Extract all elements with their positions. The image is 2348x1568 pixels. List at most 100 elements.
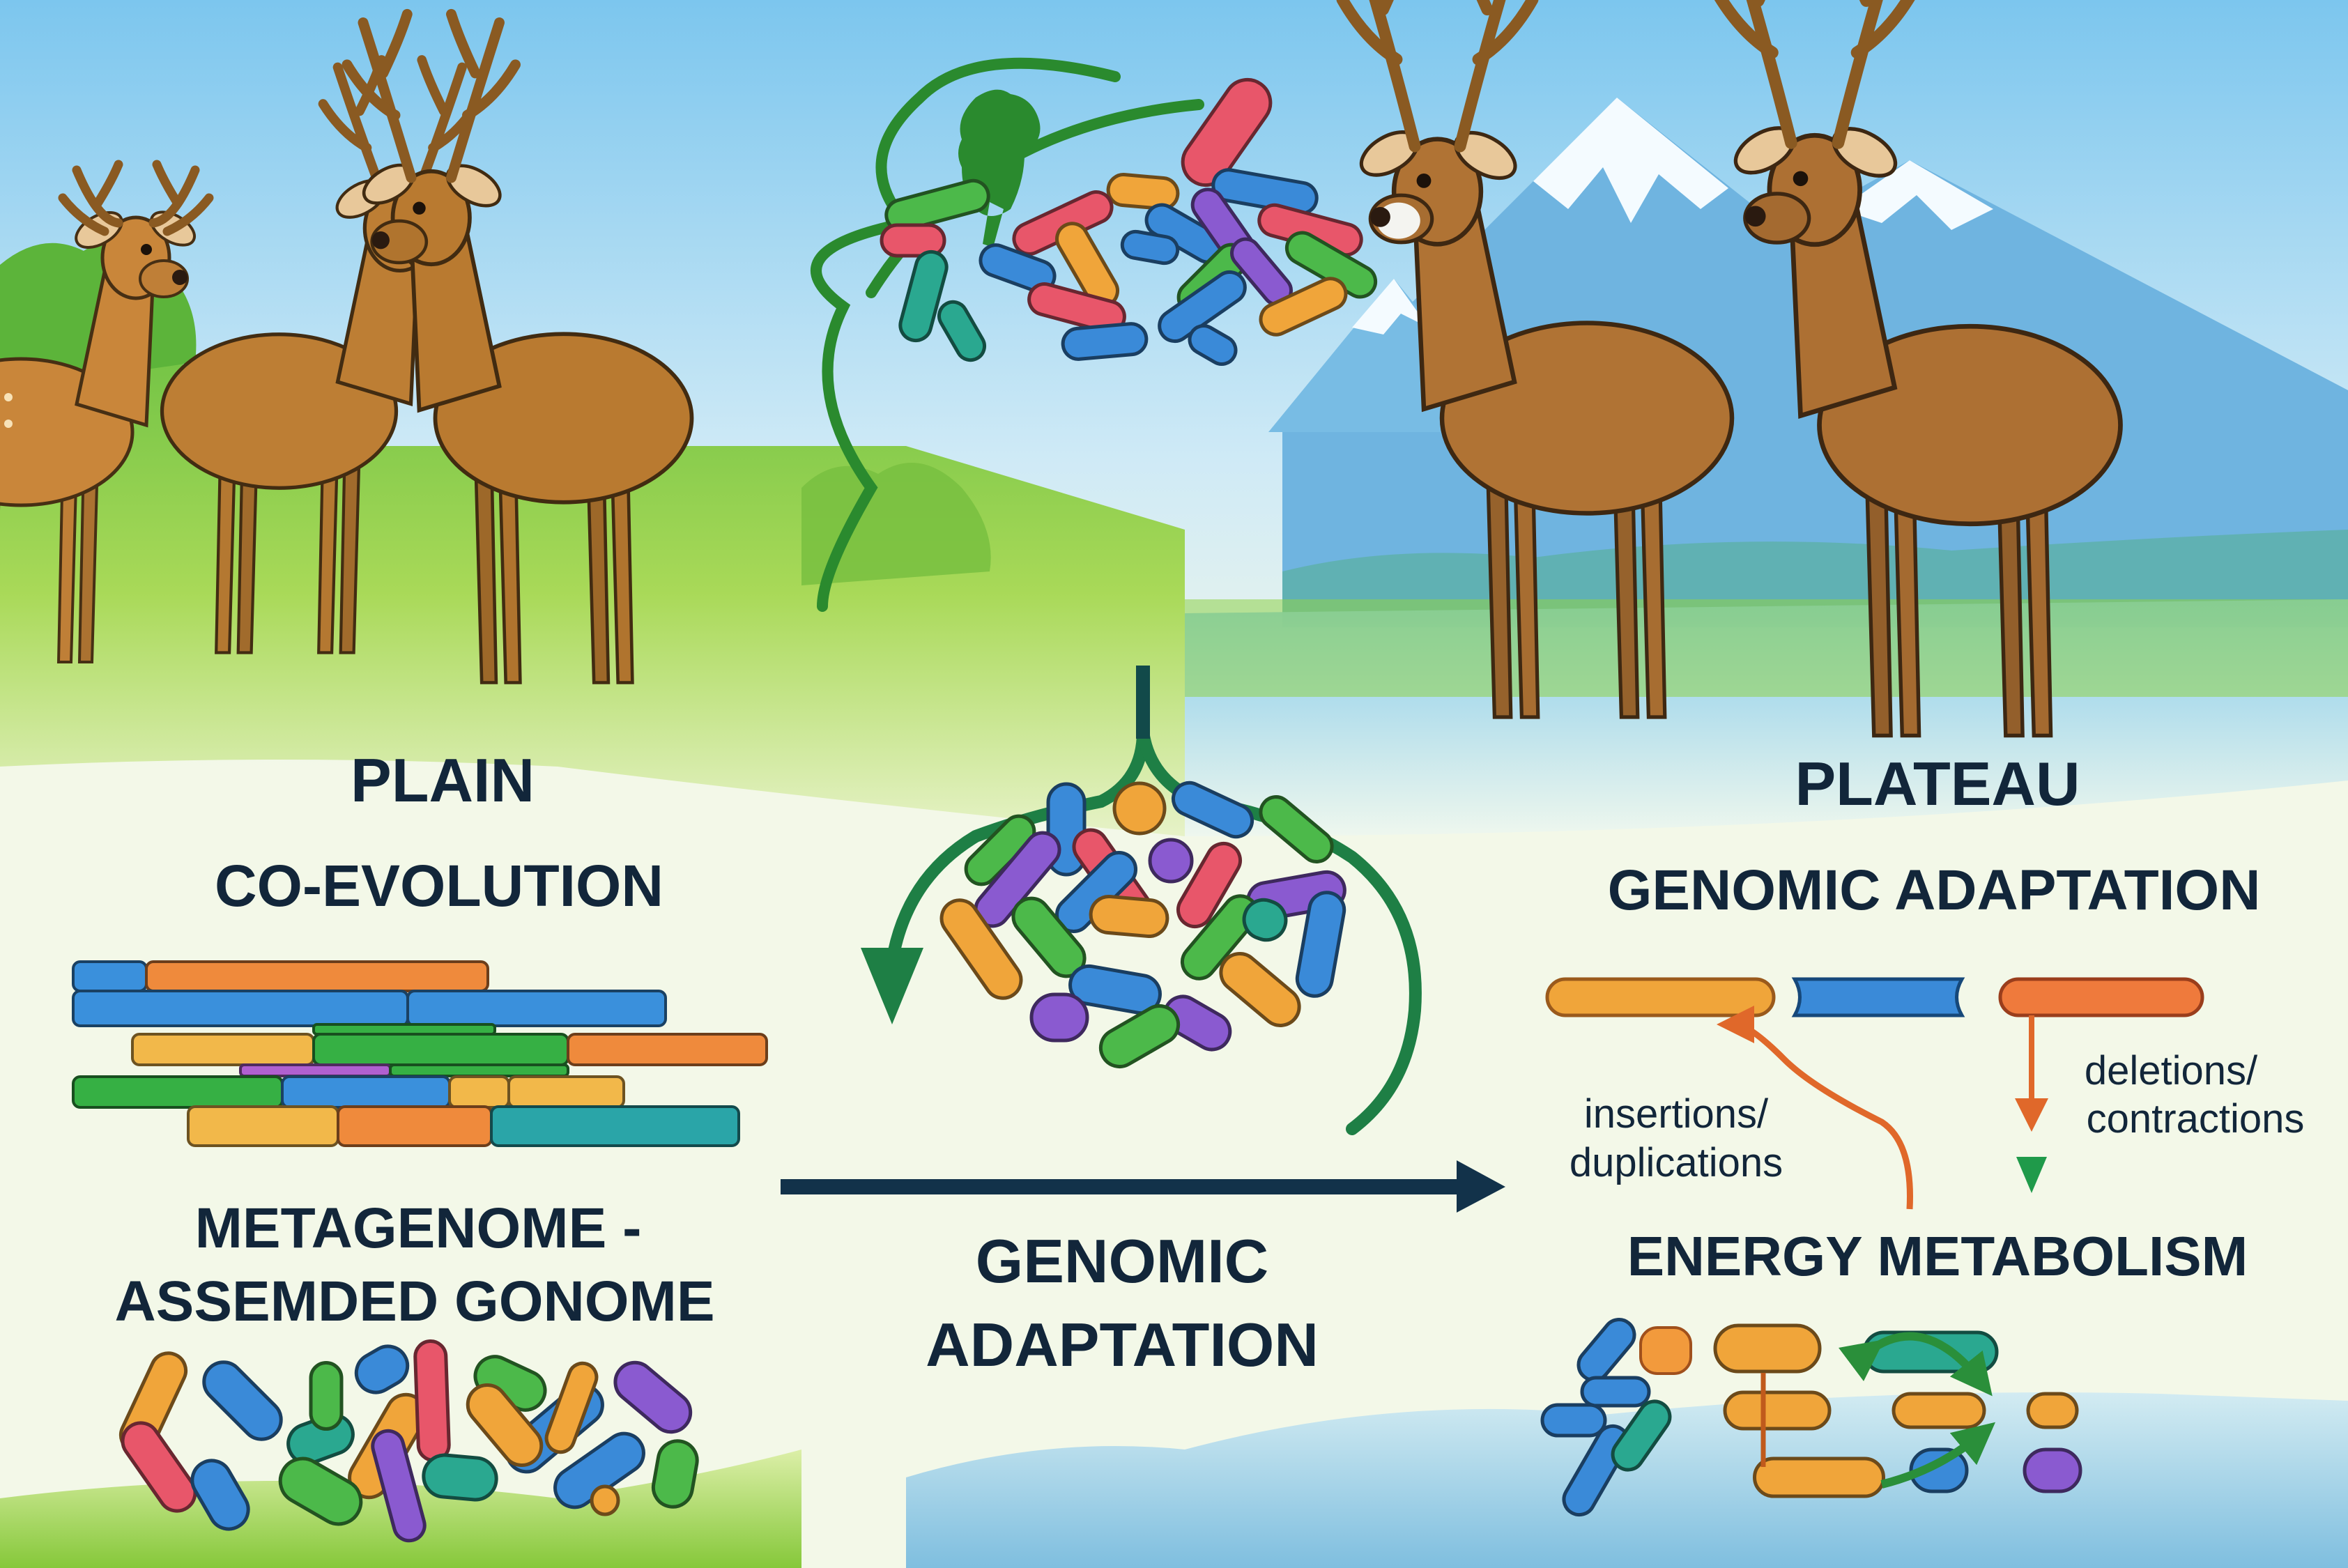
- transition-arrow: [781, 1160, 1505, 1213]
- mag-contig-segment: [72, 960, 148, 992]
- deer-nose: [1370, 207, 1390, 227]
- deer-muzzle: [139, 259, 189, 298]
- deer-antler: [1472, 0, 1539, 66]
- mag-contig-segment: [507, 1075, 625, 1109]
- deer-muzzle: [370, 219, 429, 265]
- microbe-cell: [1295, 891, 1346, 998]
- microbe-cell: [1106, 173, 1180, 210]
- microbe-cell: [1219, 952, 1301, 1027]
- mag-label-line2: ASSEMDED GONOME: [114, 1270, 714, 1333]
- pathway-node-1: [1639, 1326, 1692, 1375]
- microbe-cell: [1061, 322, 1149, 361]
- microbe-cell: [544, 1361, 599, 1454]
- gut-microbe-community-center: [939, 781, 1346, 1068]
- mag-contig-segment: [406, 990, 667, 1027]
- deer-antler: [446, 17, 505, 183]
- microbe-cell: [466, 1383, 544, 1467]
- microbe-cell: [1089, 894, 1169, 939]
- metabolism-node: [1540, 1403, 1607, 1438]
- mag-contig-segment: [131, 1033, 315, 1066]
- deer-muzzle: [1743, 192, 1811, 245]
- deer-eye: [413, 201, 426, 215]
- microbe-cell: [1029, 992, 1089, 1043]
- deletion-result-marker-icon: [2016, 1157, 2047, 1193]
- mag-contig-segment: [567, 1033, 768, 1066]
- center-cycle: [861, 666, 1422, 1135]
- deer-antler: [93, 160, 123, 208]
- insertions-label-line2: duplications: [1570, 1140, 1783, 1185]
- insertion-arrow: [1717, 1006, 1913, 1210]
- microbe-cell: [1027, 282, 1126, 334]
- microbe-cell: [1259, 277, 1348, 337]
- cycle-arrowhead-icon: [861, 948, 923, 1024]
- microbe-cell: [884, 178, 990, 233]
- microbe-cell: [880, 223, 946, 258]
- metabolism-node: [1892, 1392, 1986, 1429]
- plateau-deer-group: [1336, 0, 2123, 738]
- plain-deer-right: [342, 8, 694, 684]
- deer-antler: [72, 165, 123, 228]
- metabolism-node: [1562, 1424, 1630, 1517]
- microbe-cell: [1098, 1004, 1181, 1068]
- gene-track: [1545, 977, 2204, 1017]
- microbe-cell: [651, 1439, 699, 1509]
- deer-eye: [141, 244, 152, 255]
- microbe-cell: [1112, 781, 1167, 836]
- mag-contig-segment: [389, 1063, 569, 1077]
- plateau-grass: [1185, 599, 2348, 697]
- metabolism-node: [1576, 1318, 1636, 1382]
- microbe-cell: [121, 1421, 197, 1513]
- microbe-cell: [1180, 894, 1259, 981]
- insertions-label-line1: insertions/: [1584, 1091, 1769, 1137]
- plain-deer-spotted: [0, 160, 214, 663]
- deer-body: [1817, 323, 2123, 527]
- metagenome-assembled-genome-bars: [72, 960, 768, 1147]
- microbe-cell: [613, 1360, 693, 1434]
- plain-label: PLAIN: [351, 746, 535, 815]
- plateau-deer-left: [1336, 0, 1735, 719]
- deletions-label-line1: deletions/: [2085, 1048, 2258, 1093]
- energy-metabolism-network: [1540, 1318, 2082, 1517]
- plateau-label: PLATEAU: [1795, 749, 2080, 818]
- microbe-cell: [1242, 898, 1288, 942]
- center-bush: [801, 463, 991, 585]
- deer-antler: [1714, 0, 1779, 59]
- microbe-cell: [190, 1459, 250, 1531]
- deer-spot: [4, 420, 13, 428]
- microbe-cell: [1176, 841, 1242, 929]
- deer-body: [160, 332, 399, 490]
- microbe-cell: [1163, 994, 1232, 1052]
- microbe-cell: [979, 243, 1057, 293]
- co-evolution-label: CO-EVOLUTION: [215, 853, 663, 918]
- microbe-cell: [422, 1453, 498, 1502]
- gene-segment-red-orange: [1998, 977, 2204, 1017]
- deer-antler: [58, 193, 109, 236]
- deletions-label-line2: contractions: [2087, 1096, 2305, 1142]
- mag-contig-segment: [490, 1105, 740, 1147]
- microbe-cell: [278, 1456, 363, 1526]
- deer-antler: [342, 59, 401, 121]
- deer-nose: [371, 231, 390, 249]
- metabolism-node: [2026, 1392, 2079, 1429]
- microbe-cell: [354, 1344, 410, 1394]
- metabolism-node: [1713, 1323, 1822, 1374]
- host-microbe-cluster: [811, 57, 1378, 612]
- microbe-cell: [898, 249, 949, 343]
- transition-label-line2: ADAPTATION: [926, 1310, 1319, 1379]
- deer-antler: [358, 17, 417, 183]
- microbe-cell: [1181, 77, 1273, 187]
- metabolism-node: [1580, 1376, 1651, 1408]
- microbe-cell: [371, 1429, 427, 1543]
- deer-antler: [318, 99, 372, 153]
- microbe-cell: [1211, 168, 1319, 215]
- deer-antler: [446, 8, 481, 79]
- metabolism-node: [1753, 1456, 1885, 1498]
- mag-contig-segment: [281, 1075, 451, 1109]
- plateau-deer-right: [1714, 0, 2123, 738]
- deer-antler: [148, 165, 200, 228]
- mag-contig-segment: [448, 1075, 510, 1109]
- gut-microbe-cluster-top: [880, 77, 1378, 366]
- microbe-cell: [1148, 838, 1194, 884]
- deer-eye: [1793, 171, 1809, 187]
- microbe-cell: [937, 300, 986, 362]
